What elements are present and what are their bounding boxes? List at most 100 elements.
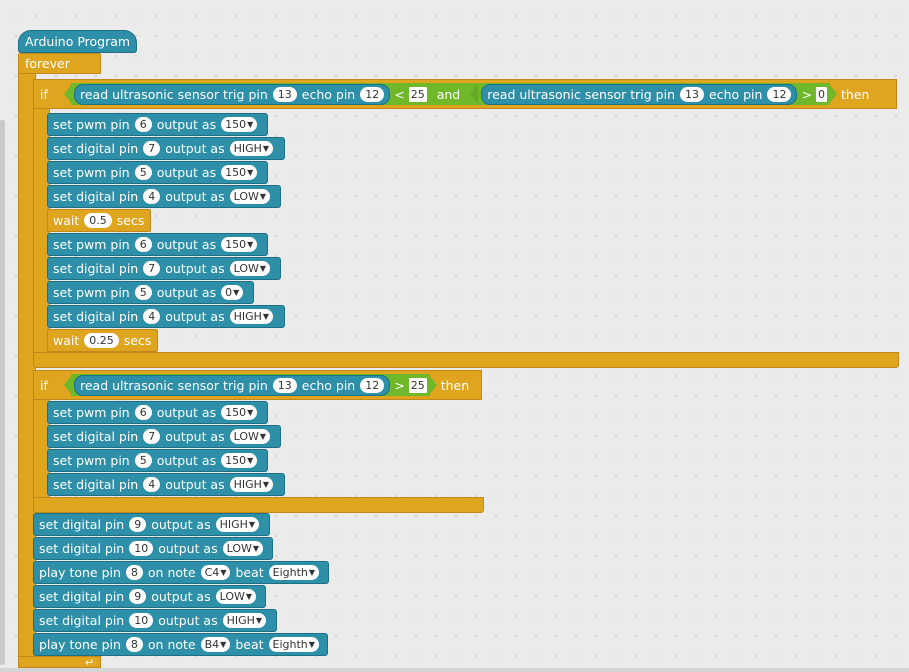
set-pwm-block[interactable]: set pwm pin 5 output as 0▼	[47, 281, 254, 304]
value-dropdown[interactable]: LOW▼	[215, 589, 257, 604]
if-block-1[interactable]: if read ultrasonic sensor trig pin 13 ec…	[33, 79, 897, 109]
dropdown-caret-icon: ▼	[248, 520, 256, 529]
value-dropdown[interactable]: 0▼	[221, 285, 244, 300]
value-dropdown[interactable]: HIGH▼	[222, 613, 267, 628]
dropdown-caret-icon: ▼	[255, 616, 263, 625]
value-dropdown[interactable]: LOW▼	[229, 261, 271, 276]
wait-block[interactable]: wait 0.25 secs	[47, 329, 158, 352]
trig-pin-input[interactable]: 13	[272, 86, 297, 102]
operator-less-than: <	[394, 86, 405, 102]
set-digital-block[interactable]: set digital pin 4 output as HIGH▼	[47, 473, 285, 496]
pin-input[interactable]: 4	[143, 477, 161, 492]
trig-pin-input[interactable]: 13	[680, 86, 705, 102]
pin-input[interactable]: 8	[125, 637, 143, 652]
pin-input[interactable]: 10	[129, 613, 154, 628]
if2-condition[interactable]: read ultrasonic sensor trig pin 13 echo …	[64, 374, 437, 396]
set-digital-block[interactable]: set digital pin 7 output as LOW▼	[47, 425, 281, 448]
and-label: and	[436, 86, 461, 102]
dropdown-caret-icon: ▼	[220, 640, 227, 649]
pin-input[interactable]: 6	[134, 405, 152, 420]
dropdown-caret-icon: ▼	[262, 144, 270, 153]
value-dropdown[interactable]: 150▼	[221, 237, 258, 252]
set-pwm-block[interactable]: set pwm pin 5 output as 150▼	[47, 161, 268, 184]
value-dropdown[interactable]: LOW▼	[229, 429, 271, 444]
play-tone-block[interactable]: play tone pin 8 on note C4▼ beat Eighth▼	[33, 561, 329, 584]
pin-input[interactable]: 8	[125, 565, 143, 580]
set-pwm-block[interactable]: set pwm pin 5 output as 150▼	[47, 449, 268, 472]
wait-seconds-input[interactable]: 0.25	[84, 333, 119, 348]
set-digital-block[interactable]: set digital pin 10 output as HIGH▼	[33, 609, 277, 632]
beat-dropdown[interactable]: Eighth▼	[268, 565, 320, 580]
value-dropdown[interactable]: HIGH▼	[229, 477, 274, 492]
if2-label: if	[40, 377, 48, 393]
pin-input[interactable]: 5	[134, 285, 152, 300]
ultrasonic-reporter-c[interactable]: read ultrasonic sensor trig pin 13 echo …	[74, 374, 391, 396]
beat-dropdown[interactable]: Eighth▼	[268, 637, 319, 652]
pin-input[interactable]: 6	[134, 117, 152, 132]
dropdown-caret-icon: ▼	[245, 592, 253, 601]
pin-input[interactable]: 4	[143, 189, 161, 204]
dropdown-caret-icon: ▼	[262, 480, 270, 489]
if1-bottom	[33, 352, 899, 368]
set-pwm-block[interactable]: set pwm pin 6 output as 150▼	[47, 233, 268, 256]
play-tone-block[interactable]: play tone pin 8 on note B4▼ beat Eighth▼	[33, 633, 328, 656]
set-digital-block[interactable]: set digital pin 9 output as LOW▼	[33, 585, 266, 608]
operator-greater-than: >	[801, 86, 812, 102]
wait-seconds-input[interactable]: 0.5	[84, 213, 112, 228]
pin-input[interactable]: 7	[143, 141, 161, 156]
forever-bottom: ↵	[18, 655, 101, 669]
set-digital-block[interactable]: set digital pin 9 output as HIGH▼	[33, 513, 270, 536]
if-block-2[interactable]: if read ultrasonic sensor trig pin 13 ec…	[33, 370, 482, 400]
pin-input[interactable]: 5	[134, 165, 152, 180]
value-dropdown[interactable]: 150▼	[221, 165, 258, 180]
note-dropdown[interactable]: B4▼	[200, 637, 231, 652]
pin-input[interactable]: 7	[143, 429, 161, 444]
pin-input[interactable]: 5	[134, 453, 152, 468]
dropdown-caret-icon: ▼	[308, 568, 316, 577]
value-dropdown[interactable]: HIGH▼	[215, 517, 260, 532]
compare-value-input[interactable]: 25	[408, 377, 427, 393]
set-digital-block[interactable]: set digital pin 7 output as HIGH▼	[47, 137, 285, 160]
pin-input[interactable]: 7	[143, 261, 161, 276]
trig-pin-input[interactable]: 13	[272, 377, 297, 393]
value-dropdown[interactable]: LOW▼	[222, 541, 264, 556]
value-dropdown[interactable]: HIGH▼	[229, 309, 274, 324]
dropdown-caret-icon: ▼	[308, 640, 315, 649]
forever-block[interactable]: forever	[18, 53, 101, 74]
pin-input[interactable]: 4	[143, 309, 161, 324]
set-digital-block[interactable]: set digital pin 7 output as LOW▼	[47, 257, 281, 280]
compare-value-input[interactable]: 25	[408, 86, 427, 102]
loop-arrow-icon: ↵	[85, 655, 95, 669]
arduino-program-hat-block[interactable]: Arduino Program	[18, 30, 137, 53]
ultrasonic-reporter-a[interactable]: read ultrasonic sensor trig pin 13 echo …	[74, 83, 391, 105]
set-digital-block[interactable]: set digital pin 4 output as LOW▼	[47, 185, 281, 208]
pin-input[interactable]: 6	[134, 237, 152, 252]
set-digital-block[interactable]: set digital pin 10 output as LOW▼	[33, 537, 273, 560]
wait-block[interactable]: wait 0.5 secs	[47, 209, 151, 232]
value-dropdown[interactable]: LOW▼	[229, 189, 271, 204]
dropdown-caret-icon: ▼	[247, 456, 254, 465]
note-dropdown[interactable]: C4▼	[200, 565, 231, 580]
if1-then-label: then	[840, 86, 870, 102]
set-pwm-block[interactable]: set pwm pin 6 output as 150▼	[47, 401, 268, 424]
pin-input[interactable]: 9	[129, 589, 147, 604]
value-dropdown[interactable]: 150▼	[221, 453, 258, 468]
vertical-scrollbar[interactable]	[0, 120, 5, 665]
compare-value-input[interactable]: 0	[815, 86, 827, 102]
pin-input[interactable]: 10	[129, 541, 154, 556]
echo-pin-input[interactable]: 12	[767, 86, 792, 102]
value-dropdown[interactable]: HIGH▼	[229, 141, 274, 156]
dropdown-caret-icon: ▼	[259, 432, 267, 441]
echo-pin-input[interactable]: 12	[360, 86, 385, 102]
set-pwm-block[interactable]: set pwm pin 6 output as 150▼	[47, 113, 268, 136]
dropdown-caret-icon: ▼	[262, 312, 270, 321]
ultrasonic-reporter-b[interactable]: read ultrasonic sensor trig pin 13 echo …	[481, 83, 798, 105]
echo-pin-input[interactable]: 12	[360, 377, 385, 393]
value-dropdown[interactable]: 150▼	[221, 405, 258, 420]
set-digital-block[interactable]: set digital pin 4 output as HIGH▼	[47, 305, 285, 328]
pin-input[interactable]: 9	[129, 517, 147, 532]
value-dropdown[interactable]: 150▼	[221, 117, 258, 132]
dropdown-caret-icon: ▼	[252, 544, 260, 553]
if1-and-condition[interactable]: read ultrasonic sensor trig pin 13 echo …	[64, 83, 837, 105]
